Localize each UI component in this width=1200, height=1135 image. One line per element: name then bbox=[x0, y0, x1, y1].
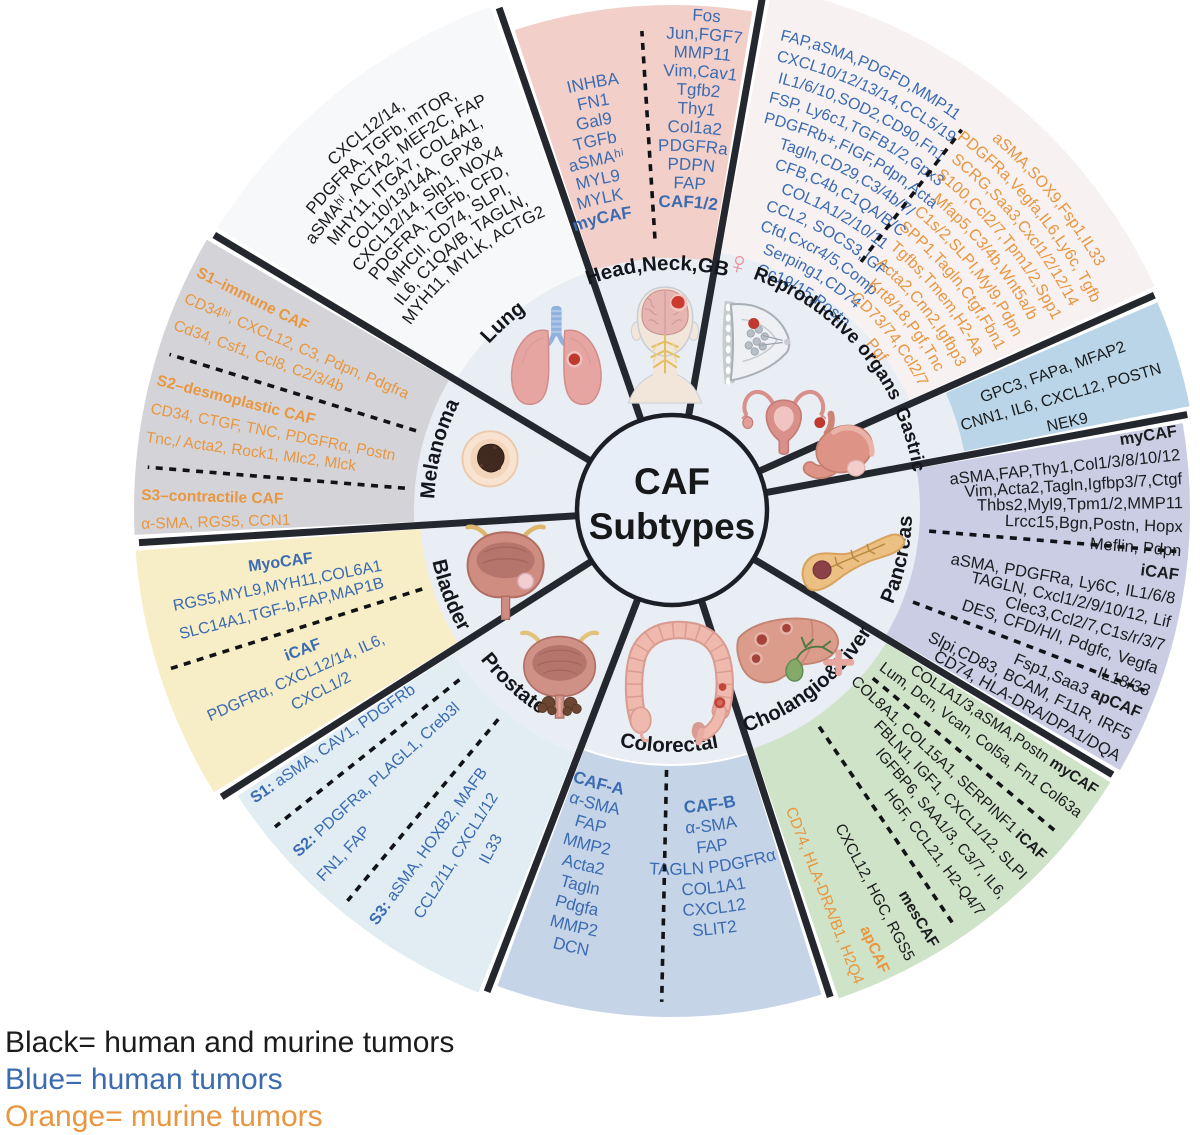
spoke bbox=[138, 511, 584, 547]
dashed-divider bbox=[168, 352, 417, 433]
sector-headneck-row: MMP11 bbox=[673, 42, 732, 65]
dashed-divider bbox=[169, 587, 423, 671]
sector-melanoma-wedge bbox=[134, 239, 449, 535]
page-title-line2: Subtypes bbox=[589, 506, 756, 547]
sector-pancreas-wedge bbox=[886, 423, 1190, 771]
sector-colorectal-row: FAP bbox=[696, 835, 730, 858]
head-icon bbox=[627, 286, 703, 404]
sector-headneck-wedge bbox=[514, 5, 753, 271]
sector-headneck-row: FAP bbox=[673, 173, 706, 194]
spoke bbox=[219, 554, 599, 800]
legend-blue-label: Blue= human tumors bbox=[5, 1063, 283, 1096]
dashed-divider bbox=[912, 600, 1146, 693]
lung-icon bbox=[510, 306, 602, 405]
sector-colorectal-wedge bbox=[497, 750, 822, 1018]
sector-prostate-wedge bbox=[237, 654, 575, 993]
sector-colorectal-row: SLIT2 bbox=[692, 917, 738, 940]
dashed-divider bbox=[859, 128, 964, 263]
dashed-divider bbox=[928, 529, 1177, 554]
page-title-line1: CAF bbox=[634, 461, 710, 502]
uterus-icon bbox=[741, 389, 827, 455]
prostate-icon bbox=[520, 630, 600, 719]
sector-headneck-row: PDPN bbox=[667, 155, 716, 177]
center-circle bbox=[574, 412, 770, 608]
sector-headneck-row: CAF1/2 bbox=[658, 192, 719, 214]
spoke bbox=[684, 0, 766, 423]
sector-bladder-wedge bbox=[135, 529, 458, 793]
spoke bbox=[746, 552, 1115, 778]
spoke bbox=[495, 6, 647, 427]
sector-gastric-wedge bbox=[946, 302, 1190, 452]
dashed-divider bbox=[659, 769, 669, 1002]
sector-gastric-inner-fill bbox=[903, 392, 965, 461]
sector-cholangio-wedge bbox=[753, 642, 1111, 999]
legend-item-black: Black= human and murine tumors bbox=[5, 1024, 454, 1061]
spoke bbox=[212, 231, 598, 468]
colon-icon bbox=[624, 620, 734, 746]
legend-item-orange: Orange= murine tumors bbox=[5, 1098, 454, 1135]
melanoma-icon bbox=[461, 430, 519, 488]
sector-melanoma-row: α-SMA, RGS5, CCN1 bbox=[141, 512, 291, 533]
spoke bbox=[483, 591, 644, 993]
legend-orange-label: Orange= murine tumors bbox=[5, 1100, 323, 1133]
sector-lung-wedge bbox=[217, 6, 587, 378]
sector-pancreas-row: iCAF bbox=[1139, 561, 1179, 584]
breast-icon bbox=[722, 300, 791, 385]
spoke bbox=[758, 411, 1188, 498]
sector-pancreas-row: Thbs2,Myl9,Tpm1/2,MMP11 bbox=[977, 494, 1183, 515]
legend-black-label: Black= human and murine tumors bbox=[5, 1026, 455, 1059]
dashed-divider bbox=[147, 465, 406, 490]
sector-melanoma-inner-fill bbox=[414, 380, 455, 522]
sector-headneck-row: Thy1 bbox=[677, 99, 716, 120]
stomach-icon bbox=[802, 410, 875, 480]
legend-item-blue: Blue= human tumors bbox=[5, 1061, 454, 1098]
sector-melanoma-row: S3–contractile CAF bbox=[141, 487, 284, 508]
pancreas-icon bbox=[801, 533, 905, 592]
sector-headneck-row: Col1a2 bbox=[668, 117, 723, 139]
bladder-icon bbox=[465, 524, 546, 620]
sector-headneck-row: Fos bbox=[692, 5, 722, 26]
sector-prostate-inner-fill bbox=[453, 648, 579, 754]
sector-repro-wedge bbox=[721, 0, 1155, 400]
sector-headneck-row: Tgfb2 bbox=[676, 80, 721, 102]
legend: Black= human and murine tumors Blue= hum… bbox=[5, 1024, 454, 1135]
sector-headneck-row: PDGFRa bbox=[658, 136, 730, 159]
liver-icon bbox=[736, 617, 855, 684]
